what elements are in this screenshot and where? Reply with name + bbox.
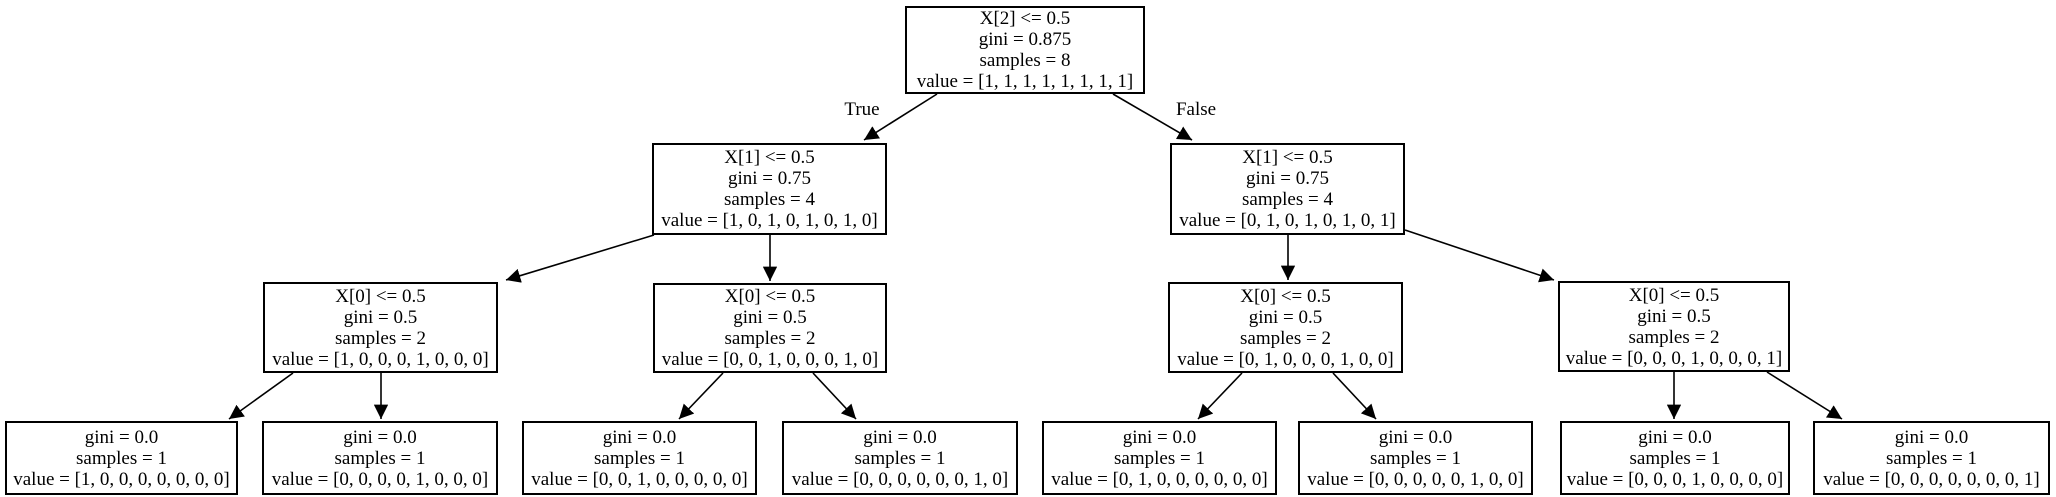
leaf-node-2: gini = 0.0 samples = 1 value = [0, 0, 0,…	[262, 421, 498, 495]
node-depth2-2-samples: samples = 2	[724, 328, 816, 349]
node-depth2-3-condition: X[0] <= 0.5	[1240, 285, 1331, 307]
leaf-node-4-gini: gini = 0.0	[863, 426, 937, 448]
node-depth1-right-samples: samples = 4	[1242, 189, 1333, 210]
edge-d2-4-to-leaf8	[1766, 371, 1843, 420]
edge-d2-3-to-leaf6	[1332, 372, 1377, 420]
leaf-node-1-samples: samples = 1	[76, 447, 167, 469]
node-depth2-3: X[0] <= 0.5 gini = 0.5 samples = 2 value…	[1168, 282, 1403, 373]
leaf-node-4-samples: samples = 1	[854, 447, 946, 469]
leaf-node-7-samples: samples = 1	[1629, 447, 1721, 469]
node-depth2-1-condition: X[0] <= 0.5	[335, 285, 426, 307]
node-depth2-4-samples: samples = 2	[1628, 326, 1720, 348]
leaf-node-6-samples: samples = 1	[1370, 447, 1461, 469]
node-depth1-left-value: value = [1, 0, 1, 0, 1, 0, 1, 0]	[661, 210, 878, 231]
leaf-node-6-gini: gini = 0.0	[1378, 426, 1453, 448]
node-root-value: value = [1, 1, 1, 1, 1, 1, 1, 1]	[916, 71, 1134, 92]
node-depth1-right-condition: X[1] <= 0.5	[1242, 147, 1333, 168]
node-depth1-right-value: value = [0, 1, 0, 1, 0, 1, 0, 1]	[1179, 210, 1396, 231]
node-root-gini: gini = 0.875	[978, 29, 1072, 50]
leaf-node-7-gini: gini = 0.0	[1638, 426, 1712, 448]
leaf-node-1: gini = 0.0 samples = 1 value = [1, 0, 0,…	[5, 421, 238, 495]
node-depth2-1-value: value = [1, 0, 0, 0, 1, 0, 0, 0]	[272, 348, 489, 370]
node-depth2-1-samples: samples = 2	[335, 327, 426, 349]
node-root: X[2] <= 0.5 gini = 0.875 samples = 8 val…	[905, 6, 1145, 94]
leaf-node-8-samples: samples = 1	[1886, 447, 1977, 469]
edge-root-to-d1-right	[1112, 93, 1193, 141]
edge-label-false: False	[1175, 99, 1217, 120]
node-depth2-4-value: value = [0, 0, 0, 1, 0, 0, 0, 1]	[1565, 347, 1783, 369]
leaf-node-3-samples: samples = 1	[594, 447, 685, 469]
node-depth2-1: X[0] <= 0.5 gini = 0.5 samples = 2 value…	[263, 282, 498, 373]
node-depth1-left-samples: samples = 4	[724, 189, 815, 210]
edge-d1-left-to-d2-1	[505, 234, 655, 283]
leaf-node-5-gini: gini = 0.0	[1122, 426, 1197, 448]
leaf-node-6: gini = 0.0 samples = 1 value = [0, 0, 0,…	[1298, 421, 1533, 495]
leaf-node-8-value: value = [0, 0, 0, 0, 0, 0, 0, 1]	[1823, 468, 2040, 490]
edge-d2-2-to-leaf3	[678, 372, 724, 420]
leaf-node-8: gini = 0.0 samples = 1 value = [0, 0, 0,…	[1813, 421, 2050, 495]
node-depth2-4-gini: gini = 0.5	[1637, 305, 1711, 327]
leaf-node-4-value: value = [0, 0, 0, 0, 0, 0, 1, 0]	[791, 468, 1009, 490]
edge-label-true: True	[844, 99, 880, 120]
node-depth2-3-gini: gini = 0.5	[1248, 306, 1323, 328]
node-depth2-2-gini: gini = 0.5	[733, 307, 807, 328]
leaf-node-8-gini: gini = 0.0	[1894, 426, 1969, 448]
edge-d2-1-to-leaf1	[228, 372, 294, 420]
node-depth1-left-condition: X[1] <= 0.5	[724, 147, 815, 168]
node-depth2-2-condition: X[0] <= 0.5	[724, 286, 816, 307]
node-depth1-left-gini: gini = 0.75	[727, 168, 812, 189]
leaf-node-3-value: value = [0, 0, 1, 0, 0, 0, 0, 0]	[531, 468, 748, 490]
node-depth1-right: X[1] <= 0.5 gini = 0.75 samples = 4 valu…	[1170, 143, 1405, 235]
node-depth2-1-gini: gini = 0.5	[343, 306, 418, 328]
node-depth1-right-gini: gini = 0.75	[1245, 168, 1330, 189]
leaf-node-7: gini = 0.0 samples = 1 value = [0, 0, 0,…	[1560, 421, 1790, 495]
edge-d1-right-to-d2-4	[1404, 229, 1555, 283]
edge-root-to-d1-left	[863, 93, 938, 141]
edge-d2-2-to-leaf4	[812, 372, 857, 420]
leaf-node-3-gini: gini = 0.0	[602, 426, 677, 448]
node-root-condition: X[2] <= 0.5	[979, 8, 1071, 29]
node-depth2-4-condition: X[0] <= 0.5	[1628, 284, 1720, 306]
leaf-node-2-value: value = [0, 0, 0, 0, 1, 0, 0, 0]	[271, 468, 489, 490]
leaf-node-1-value: value = [1, 0, 0, 0, 0, 0, 0, 0]	[13, 468, 230, 490]
node-depth2-2-value: value = [0, 0, 1, 0, 0, 0, 1, 0]	[661, 349, 879, 370]
leaf-node-7-value: value = [0, 0, 0, 1, 0, 0, 0, 0]	[1566, 468, 1784, 490]
leaf-node-4: gini = 0.0 samples = 1 value = [0, 0, 0,…	[782, 421, 1018, 495]
node-depth2-4: X[0] <= 0.5 gini = 0.5 samples = 2 value…	[1558, 281, 1790, 372]
leaf-node-5: gini = 0.0 samples = 1 value = [0, 1, 0,…	[1042, 421, 1277, 495]
leaf-node-6-value: value = [0, 0, 0, 0, 0, 1, 0, 0]	[1307, 468, 1524, 490]
leaf-node-2-samples: samples = 1	[334, 447, 426, 469]
leaf-node-1-gini: gini = 0.0	[84, 426, 159, 448]
leaf-node-2-gini: gini = 0.0	[343, 426, 417, 448]
edge-d2-3-to-leaf5	[1197, 372, 1243, 420]
leaf-node-3: gini = 0.0 samples = 1 value = [0, 0, 1,…	[522, 421, 757, 495]
node-depth2-3-value: value = [0, 1, 0, 0, 0, 1, 0, 0]	[1177, 348, 1394, 370]
node-root-samples: samples = 8	[979, 50, 1071, 71]
node-depth2-3-samples: samples = 2	[1240, 327, 1331, 349]
node-depth1-left: X[1] <= 0.5 gini = 0.75 samples = 4 valu…	[652, 143, 887, 235]
node-depth2-2: X[0] <= 0.5 gini = 0.5 samples = 2 value…	[653, 283, 887, 373]
leaf-node-5-value: value = [0, 1, 0, 0, 0, 0, 0, 0]	[1051, 468, 1268, 490]
leaf-node-5-samples: samples = 1	[1114, 447, 1205, 469]
